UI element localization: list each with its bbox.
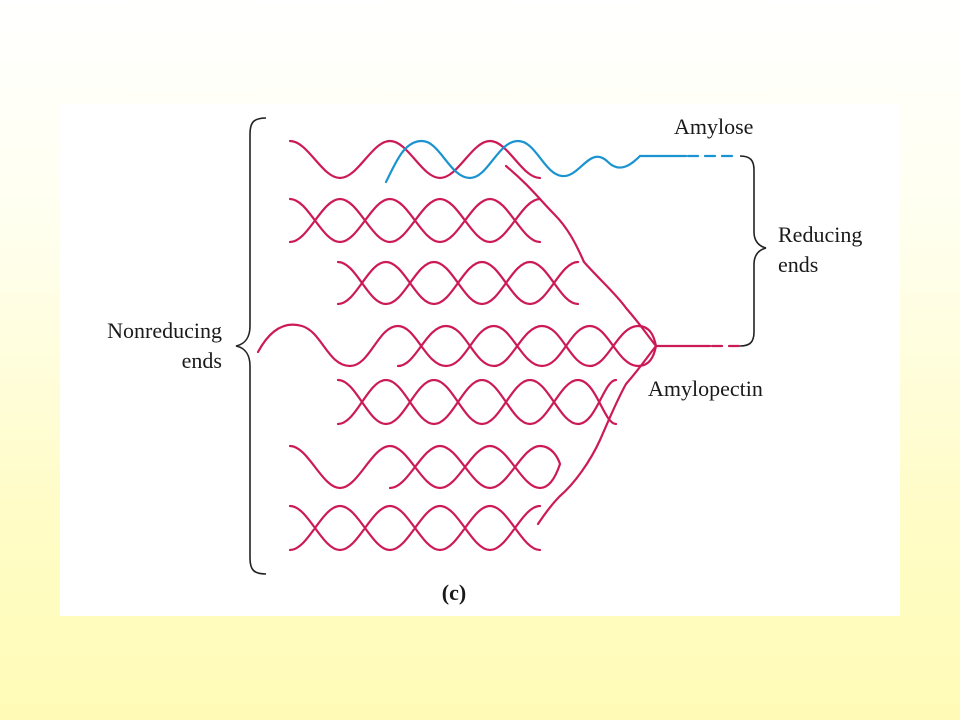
amylose-strand xyxy=(384,139,738,184)
diagram-panel: Amylose Reducing ends Nonreducing ends A… xyxy=(60,104,900,616)
amylopectin-strand-row-4 xyxy=(256,323,658,368)
amylose-amylopectin-diagram: Amylose Reducing ends Nonreducing ends A… xyxy=(107,114,862,605)
amylopectin-strand-row-1 xyxy=(288,139,542,180)
amylopectin-strand-row-7 xyxy=(288,504,542,552)
figure-caption: (c) xyxy=(442,580,466,605)
nonreducing-ends-label-line2: ends xyxy=(182,348,222,373)
reducing-ends-label-line1: Reducing xyxy=(778,222,862,247)
reducing-ends-label-line2: ends xyxy=(778,252,818,277)
amylopectin-strands xyxy=(256,139,742,552)
amylose-label: Amylose xyxy=(674,114,753,139)
amylopectin-branch-backbone xyxy=(504,164,712,526)
amylopectin-label: Amylopectin xyxy=(648,376,763,401)
amylopectin-strand-row-6 xyxy=(288,444,562,490)
reducing-ends-brace xyxy=(739,155,767,347)
nonreducing-ends-brace xyxy=(235,117,267,575)
amylopectin-strand-row-3 xyxy=(336,260,580,306)
amylose-helix xyxy=(384,139,688,184)
amylopectin-strand-row-5 xyxy=(336,378,618,426)
amylopectin-strand-row-2 xyxy=(288,197,542,244)
nonreducing-ends-label-line1: Nonreducing xyxy=(107,318,222,343)
